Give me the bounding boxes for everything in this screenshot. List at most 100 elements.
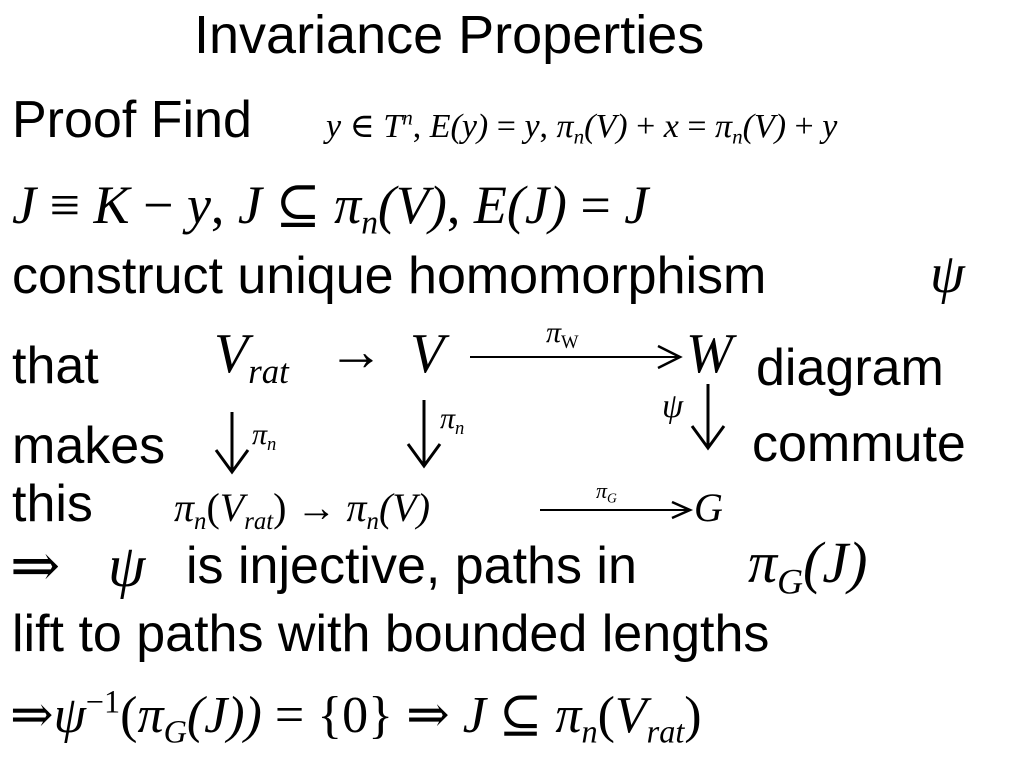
down-arrow-left <box>214 412 250 475</box>
paren-V: (V) <box>378 485 431 530</box>
subseteq-symbol: ⊆ <box>485 687 556 744</box>
sub-n: n <box>573 124 585 149</box>
var-V: V <box>614 687 647 744</box>
G-bottom: G <box>694 485 723 530</box>
sub-rat: rat <box>248 352 289 392</box>
psi-symbol: ψ <box>53 687 86 744</box>
pi-W-label: πW <box>546 316 579 352</box>
pi-n-middle: πn <box>440 402 464 438</box>
V-rat-top: Vrat <box>214 323 289 389</box>
close-paren: ) <box>273 485 287 530</box>
formula-conclusion: ⇒ψ−1(πG(J)) = {0} ⇒ J ⊆ πn(Vrat) <box>10 686 702 748</box>
sub-n: n <box>194 507 207 535</box>
var-J: J <box>12 175 36 235</box>
sub-n: n <box>732 124 743 149</box>
var-V: V <box>214 323 249 385</box>
open-paren: ( <box>120 687 138 744</box>
sub-rat: rat <box>646 713 685 750</box>
close-paren: ) <box>684 687 702 744</box>
var-E: E <box>429 108 451 145</box>
paren-V: (V) <box>742 108 787 145</box>
paren-V: (V) <box>377 175 447 235</box>
equals: = <box>678 108 716 145</box>
var-K: K <box>93 175 130 235</box>
pi-symbol: π <box>546 316 562 349</box>
pi-G-J: πG(J) <box>748 534 867 600</box>
comma: , <box>539 108 557 145</box>
pi-symbol: π <box>596 478 608 503</box>
var-y: y <box>524 108 540 145</box>
bottom-row-left: πn(Vrat) → πn(V) <box>174 485 431 534</box>
word-that: that <box>12 337 99 395</box>
W-top: W <box>686 323 733 385</box>
paren-y: (y) <box>450 108 489 145</box>
down-arrow-right <box>690 384 726 451</box>
psi-down-label: ψ <box>662 388 684 425</box>
in-symbol: ∈ <box>341 108 384 145</box>
psi-symbol: ψ <box>930 243 965 305</box>
equals: = <box>566 175 625 235</box>
plus: + <box>627 108 664 145</box>
sub-n: n <box>267 433 277 455</box>
pi-symbol: π <box>334 175 362 235</box>
proof-find-label: Proof Find <box>12 91 252 149</box>
sub-n: n <box>361 204 378 242</box>
comma: , <box>446 175 474 235</box>
var-J: J <box>624 175 649 235</box>
var-V: V <box>219 485 245 530</box>
var-x: x <box>663 108 679 145</box>
sub-rat: rat <box>244 507 274 535</box>
pi-symbol: π <box>556 108 574 145</box>
minus: − <box>129 175 187 235</box>
var-y: y <box>326 108 342 145</box>
comma: , <box>210 175 238 235</box>
sub-G: G <box>777 561 804 602</box>
open-paren: ( <box>206 485 220 530</box>
sub-n: n <box>366 507 379 535</box>
equals: = <box>488 108 525 145</box>
open-paren: ( <box>597 687 615 744</box>
word-commute: commute <box>752 415 966 473</box>
paren-V: (V) <box>584 108 628 145</box>
var-J: J <box>462 687 486 744</box>
implies-symbol: ⇒ <box>10 687 54 744</box>
pi-symbol: π <box>174 485 195 530</box>
var-y: y <box>186 175 211 235</box>
sup-n: n <box>402 105 413 130</box>
injective-text: is injective, paths in <box>186 537 637 595</box>
pi-n-left: πn <box>252 418 276 454</box>
paren-J: (J) <box>803 530 868 595</box>
var-E: E <box>473 175 507 235</box>
equiv-symbol: ≡ <box>35 175 94 235</box>
pi-symbol: π <box>555 687 582 744</box>
word-makes: makes <box>12 417 166 475</box>
sub-n: n <box>455 417 465 439</box>
sup-inverse: −1 <box>85 683 121 720</box>
formula-J-def: J ≡ K − y, J ⊆ πn(V), E(J) = J <box>12 175 649 240</box>
psi-symbol-line5: ψ <box>108 533 146 599</box>
pi-symbol: π <box>252 418 268 451</box>
implies-symbol: ⇒ <box>393 687 463 744</box>
arrow-right: → <box>286 485 347 530</box>
zero-set: {0} <box>317 687 394 744</box>
word-diagram: diagram <box>756 339 944 397</box>
paren-J: (J) <box>506 175 567 235</box>
implies-symbol: ⇒ <box>10 533 61 599</box>
pi-symbol: π <box>440 402 456 435</box>
sub-W: W <box>561 331 579 353</box>
pi-G-label: πG <box>596 478 617 506</box>
lift-text: lift to paths with bounded lengths <box>12 605 770 663</box>
pi-symbol: π <box>346 485 367 530</box>
sub-G: G <box>607 490 617 506</box>
paren-J: (J)) <box>186 687 262 744</box>
var-J: J <box>237 175 262 235</box>
construct-text: construct unique homomorphism <box>12 247 767 305</box>
sub-n: n <box>581 713 598 750</box>
arrow-right-1: → <box>328 321 384 383</box>
formula-find-y: y ∈ Tn, E(y) = y, πn(V) + x = πn(V) + y <box>326 107 837 147</box>
pi-symbol: π <box>137 687 164 744</box>
comma: , <box>412 108 430 145</box>
pi-symbol: π <box>715 108 733 145</box>
pi-symbol: π <box>748 530 778 595</box>
